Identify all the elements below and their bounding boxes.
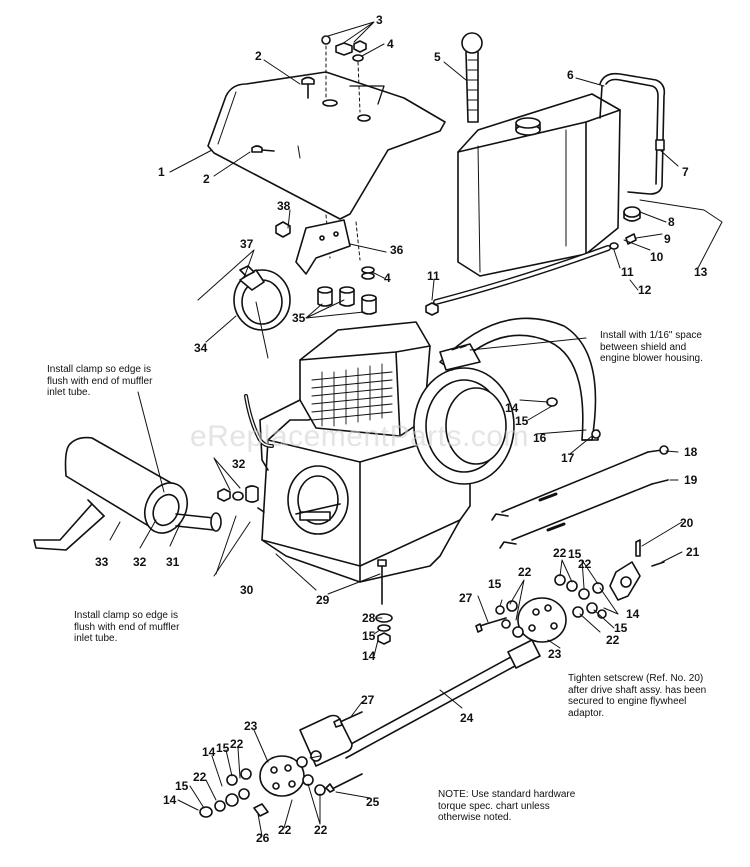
callout-3: 3 (376, 13, 383, 27)
callout-23: 23 (548, 647, 562, 661)
engine-head (259, 321, 431, 471)
callout-leaders (109, 21, 683, 837)
callout-15: 15 (515, 414, 529, 428)
callout-13: 13 (694, 265, 708, 279)
muffler-hardware (217, 485, 265, 513)
callout-14: 14 (163, 793, 177, 807)
callout-15: 15 (568, 547, 582, 561)
callout-24: 24 (460, 711, 474, 725)
callout-1: 1 (158, 165, 165, 179)
callout-29: 29 (316, 593, 330, 607)
flywheel-adaptors (259, 597, 567, 797)
callout-17: 17 (561, 451, 575, 465)
callout-30: 30 (240, 583, 254, 597)
callout-4: 4 (387, 37, 394, 51)
callout-11: 11 (621, 265, 634, 279)
callout-35: 35 (292, 311, 306, 325)
fuel-line-parts (425, 206, 641, 316)
muffler-clamp (233, 265, 291, 331)
gas-cap-gauge (461, 32, 483, 123)
callout-15: 15 (175, 779, 189, 793)
top-cover-part (207, 71, 446, 220)
callout-37: 37 (240, 237, 254, 251)
callout-28: 28 (362, 611, 376, 625)
callout-15: 15 (488, 577, 502, 591)
callout-8: 8 (668, 215, 675, 229)
callout-18: 18 (684, 445, 698, 459)
watermark: eReplacementParts.com (190, 420, 529, 453)
callout-15: 15 (362, 629, 376, 643)
callout-38: 38 (277, 199, 291, 213)
control-cables (491, 445, 669, 549)
callout-31: 31 (166, 555, 180, 569)
callout-2: 2 (203, 172, 210, 186)
callout-19: 19 (684, 473, 698, 487)
callout-14: 14 (505, 401, 519, 415)
callout-22: 22 (230, 737, 244, 751)
callout-10: 10 (650, 250, 664, 264)
callout-22: 22 (314, 823, 328, 837)
callout-22: 22 (553, 546, 567, 560)
callout-15: 15 (614, 621, 628, 635)
bracket-spacers (275, 219, 377, 315)
callout-12: 12 (638, 283, 652, 297)
callout-22: 22 (193, 770, 207, 784)
callout-25: 25 (366, 795, 380, 809)
callout-7: 7 (682, 165, 689, 179)
callout-11: 11 (427, 269, 440, 283)
callout-33: 33 (95, 555, 109, 569)
callout-14: 14 (202, 745, 216, 759)
callout-9: 9 (664, 232, 671, 246)
blower-housing (413, 367, 515, 485)
callout-15: 15 (216, 741, 230, 755)
callout-32: 32 (133, 555, 147, 569)
hardware-cluster-right (475, 574, 607, 638)
cover-hardware (251, 35, 367, 153)
callout-23: 23 (244, 719, 258, 733)
callout-22: 22 (578, 557, 592, 571)
callout-22: 22 (278, 823, 292, 837)
callout-2: 2 (255, 49, 262, 63)
callout-22: 22 (518, 565, 532, 579)
fuel-tank-part (457, 93, 621, 277)
callout-4: 4 (384, 271, 391, 285)
callout-14: 14 (362, 649, 376, 663)
coupler (609, 539, 665, 601)
tank-strap (599, 72, 666, 195)
callout-14: 14 (626, 607, 640, 621)
callout-5: 5 (434, 50, 441, 64)
callout-16: 16 (533, 431, 547, 445)
callout-32: 32 (232, 457, 246, 471)
callout-22: 22 (606, 633, 620, 647)
callout-34: 34 (194, 341, 208, 355)
muffler (33, 436, 222, 551)
callout-27: 27 (459, 591, 473, 605)
hardware-cluster-left (199, 711, 363, 818)
callout-20: 20 (680, 516, 694, 530)
callout-27: 27 (361, 693, 375, 707)
callout-21: 21 (686, 545, 700, 559)
callout-36: 36 (390, 243, 404, 257)
bracket-13 (639, 199, 723, 269)
mounting-bolt (375, 559, 393, 645)
callout-26: 26 (256, 831, 270, 845)
note-setscrew: Tighten setscrew (Ref. No. 20)after driv… (568, 673, 707, 719)
drive-shaft (299, 639, 541, 767)
callout-6: 6 (567, 68, 574, 82)
